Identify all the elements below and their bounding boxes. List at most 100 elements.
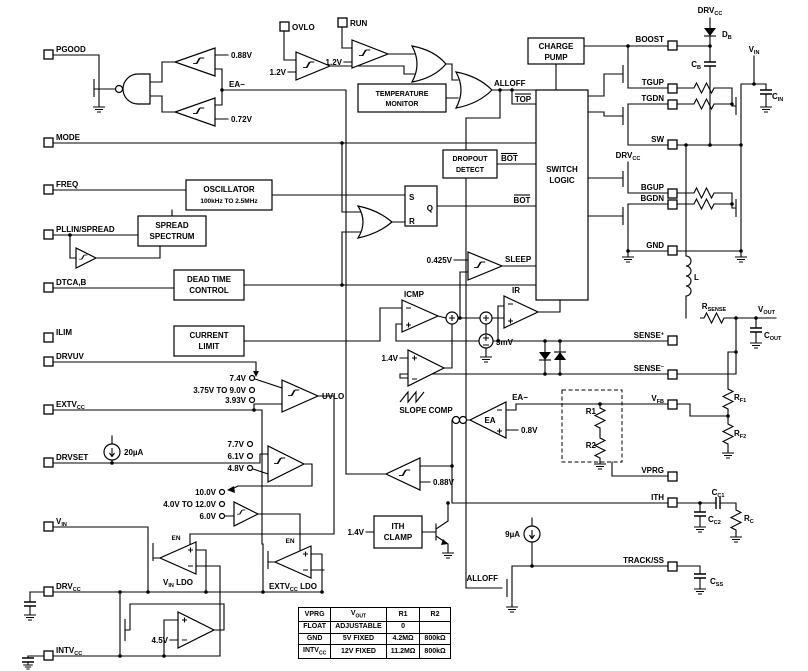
resistor-tgup — [689, 82, 717, 94]
sr-latch-block — [404, 185, 438, 227]
label-45v: 4.5V — [152, 636, 169, 645]
label-icmp: ICMP — [404, 290, 425, 299]
pin-ilim — [43, 332, 54, 343]
table-header-vout: VOUT — [330, 607, 387, 622]
dead-time-block — [173, 269, 245, 301]
label-ith-clamp-2: CLAMP — [384, 533, 413, 542]
wires-pgood-region — [52, 54, 387, 475]
bot-driver-mosfet-up — [618, 168, 629, 189]
label-vfb: VFB — [651, 394, 664, 405]
resistor-rsense — [699, 312, 727, 324]
resistor-tgdn — [689, 98, 717, 110]
top-driver-mosfet-up — [618, 62, 629, 86]
slope-comp-sawtooth — [399, 390, 425, 404]
label-charge-pump-2: PUMP — [544, 53, 568, 62]
temperature-monitor-block — [357, 83, 447, 113]
pin-drvuv — [43, 356, 54, 367]
label-cin: CIN — [772, 92, 783, 103]
oscillator-block — [185, 179, 273, 211]
ea-088-comparator — [384, 457, 421, 491]
vin-ldo-amp — [158, 541, 197, 575]
label-bgdn: BGDN — [640, 194, 664, 203]
uvlo-comparator — [281, 379, 320, 413]
label-drvcc: DRVCC — [56, 582, 81, 593]
label-extvcc-ldo: EXTVCC LDO — [269, 582, 317, 593]
inductor-l — [685, 255, 692, 297]
drvcc-select-buffer — [233, 501, 260, 527]
boost-diode — [703, 27, 717, 37]
or-gate-reset — [356, 205, 393, 239]
label-dropout-1: DROPOUT — [453, 156, 489, 163]
label-run: RUN — [350, 19, 368, 28]
label-boost: BOOST — [636, 35, 665, 44]
label-charge-pump-1: CHARGE — [539, 42, 574, 51]
label-bot2: BOT — [501, 154, 518, 163]
label-bgup: BGUP — [641, 183, 665, 192]
label-vin: VIN — [56, 517, 67, 528]
label-cout: COUT — [764, 331, 782, 342]
icmp-comparator — [401, 299, 440, 333]
label-088v-ea: 0.88V — [433, 478, 455, 487]
table-header-vprg: VPRG — [297, 607, 332, 622]
label-cc1: CC1 — [712, 488, 725, 499]
pin-freq — [43, 184, 54, 195]
label-top: TOP — [515, 95, 532, 104]
pin-squares — [43, 17, 678, 661]
label-oscillator-1: OSCILLATOR — [203, 185, 254, 194]
label-cc2: CC2 — [708, 515, 721, 526]
divider-dashed-box — [561, 389, 623, 463]
label-rf2: RF2 — [734, 429, 746, 440]
label-sleep: SLEEP — [505, 255, 532, 264]
label-100v: 10.0V — [195, 488, 217, 497]
ovlo-comparator — [295, 51, 332, 81]
ir-comparator — [503, 295, 540, 329]
label-current-limit-2: LIMIT — [199, 342, 220, 351]
extvcc-ldo-amp — [273, 545, 312, 579]
or-gate-shutdown — [410, 45, 447, 83]
label-l: L — [694, 273, 699, 282]
vin-ldo-pass-mosfet — [147, 540, 154, 564]
label-switch-logic-2: LOGIC — [549, 176, 575, 185]
label-pgood: PGOOD — [56, 45, 86, 54]
run-comparator — [351, 39, 390, 69]
label-extvcc: EXTVCC — [56, 400, 85, 411]
label-rc: RC — [744, 514, 754, 525]
label-rf1: RF1 — [734, 393, 746, 404]
label-0425v: 0.425V — [427, 256, 453, 265]
bot-driver-mosfet-down — [618, 204, 635, 263]
label-48v: 4.8V — [228, 464, 245, 473]
resistor-rf1 — [722, 384, 734, 412]
label-393v: 3.93V — [225, 396, 247, 405]
label-ea-minus2: EA− — [512, 393, 528, 402]
label-tgdn: TGDN — [641, 94, 664, 103]
intvcc-45-comparator — [177, 611, 216, 649]
label-12v-ovlo: 1.2V — [270, 68, 287, 77]
switch-logic-block — [535, 89, 589, 301]
drvuv-arrowhead — [253, 371, 259, 377]
spread-spectrum-block — [137, 215, 207, 247]
label-vout: VOUT — [758, 305, 776, 316]
label-sw: SW — [651, 135, 664, 144]
pin-drvcc — [43, 586, 54, 597]
selector-uvlo-circles — [248, 374, 256, 404]
label-spread-1: SPREAD — [155, 221, 189, 230]
pgood-pulldown-mosfet — [92, 76, 106, 113]
label-dropout-2: DETECT — [456, 167, 485, 174]
label-r2: R2 — [586, 441, 597, 450]
label-alloff2: ALLOFF — [466, 574, 498, 583]
label-375-90v: 3.75V TO 9.0V — [193, 386, 246, 395]
sum-junction-1 — [445, 311, 459, 325]
label-3mv: 3mV — [496, 338, 514, 347]
label-switch-logic-1: SWITCH — [546, 165, 578, 174]
ground-bjt — [441, 552, 455, 559]
label-intvcc: INTVCC — [56, 646, 82, 657]
capacitor-cb — [703, 61, 717, 67]
label-en2: EN — [285, 538, 294, 545]
label-sense-minus: SENSE− — [634, 364, 664, 373]
pin-sense-minus — [667, 369, 678, 380]
label-072v-pgood: 0.72V — [231, 115, 253, 124]
wires-current-loop-region — [243, 259, 669, 379]
label-088v-pgood: 0.88V — [231, 51, 253, 60]
